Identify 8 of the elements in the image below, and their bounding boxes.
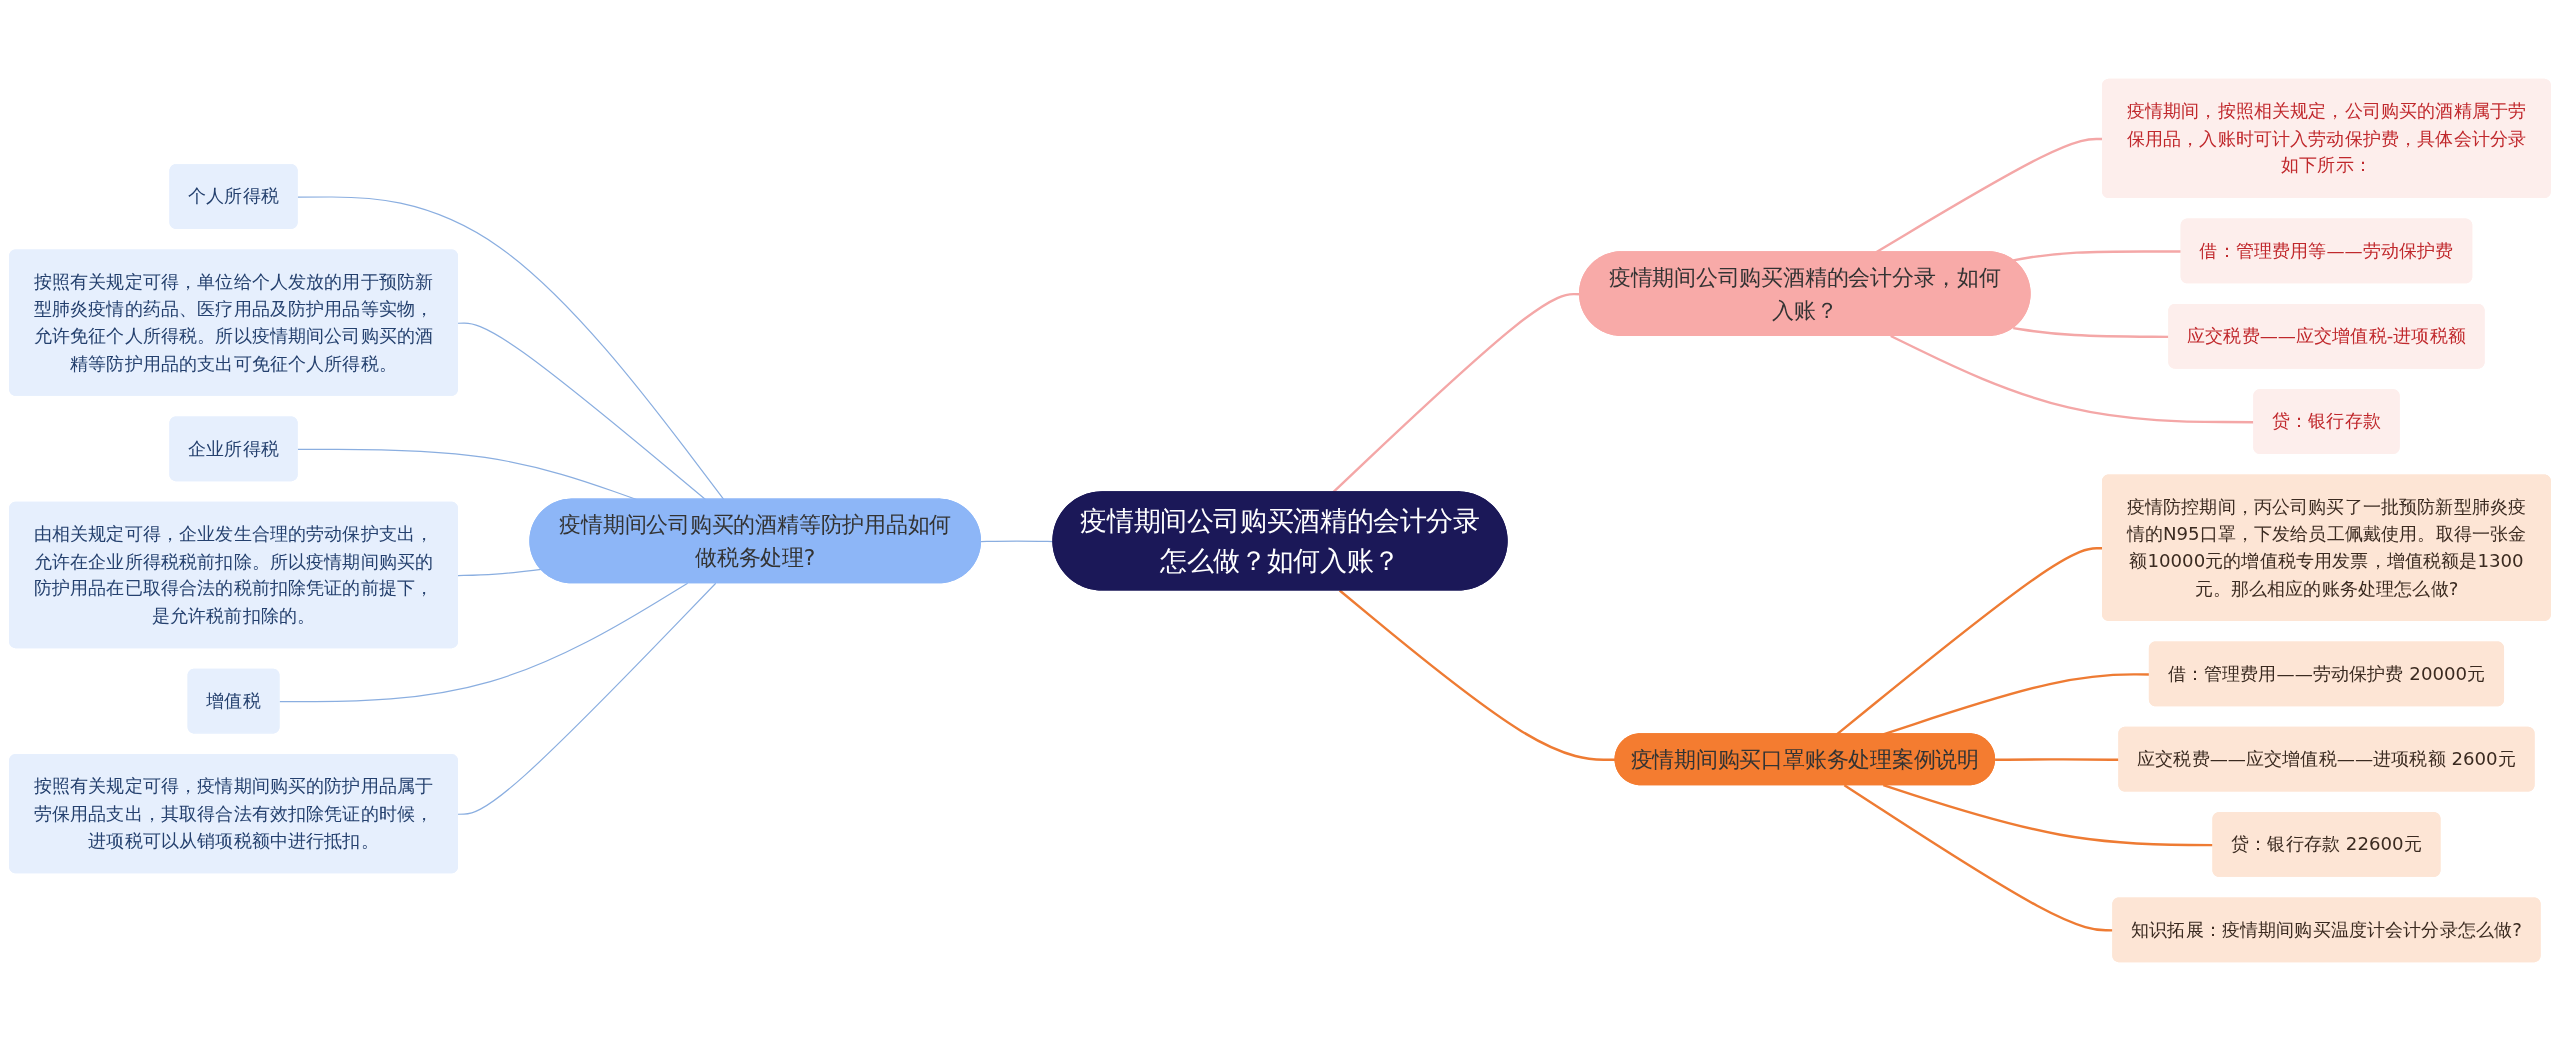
connector xyxy=(457,582,717,815)
connector xyxy=(297,196,725,501)
connector xyxy=(278,582,689,703)
connector xyxy=(2013,250,2182,262)
connector xyxy=(1338,589,1616,761)
connector xyxy=(1882,784,2214,847)
connector xyxy=(457,322,707,501)
connector xyxy=(457,568,542,577)
